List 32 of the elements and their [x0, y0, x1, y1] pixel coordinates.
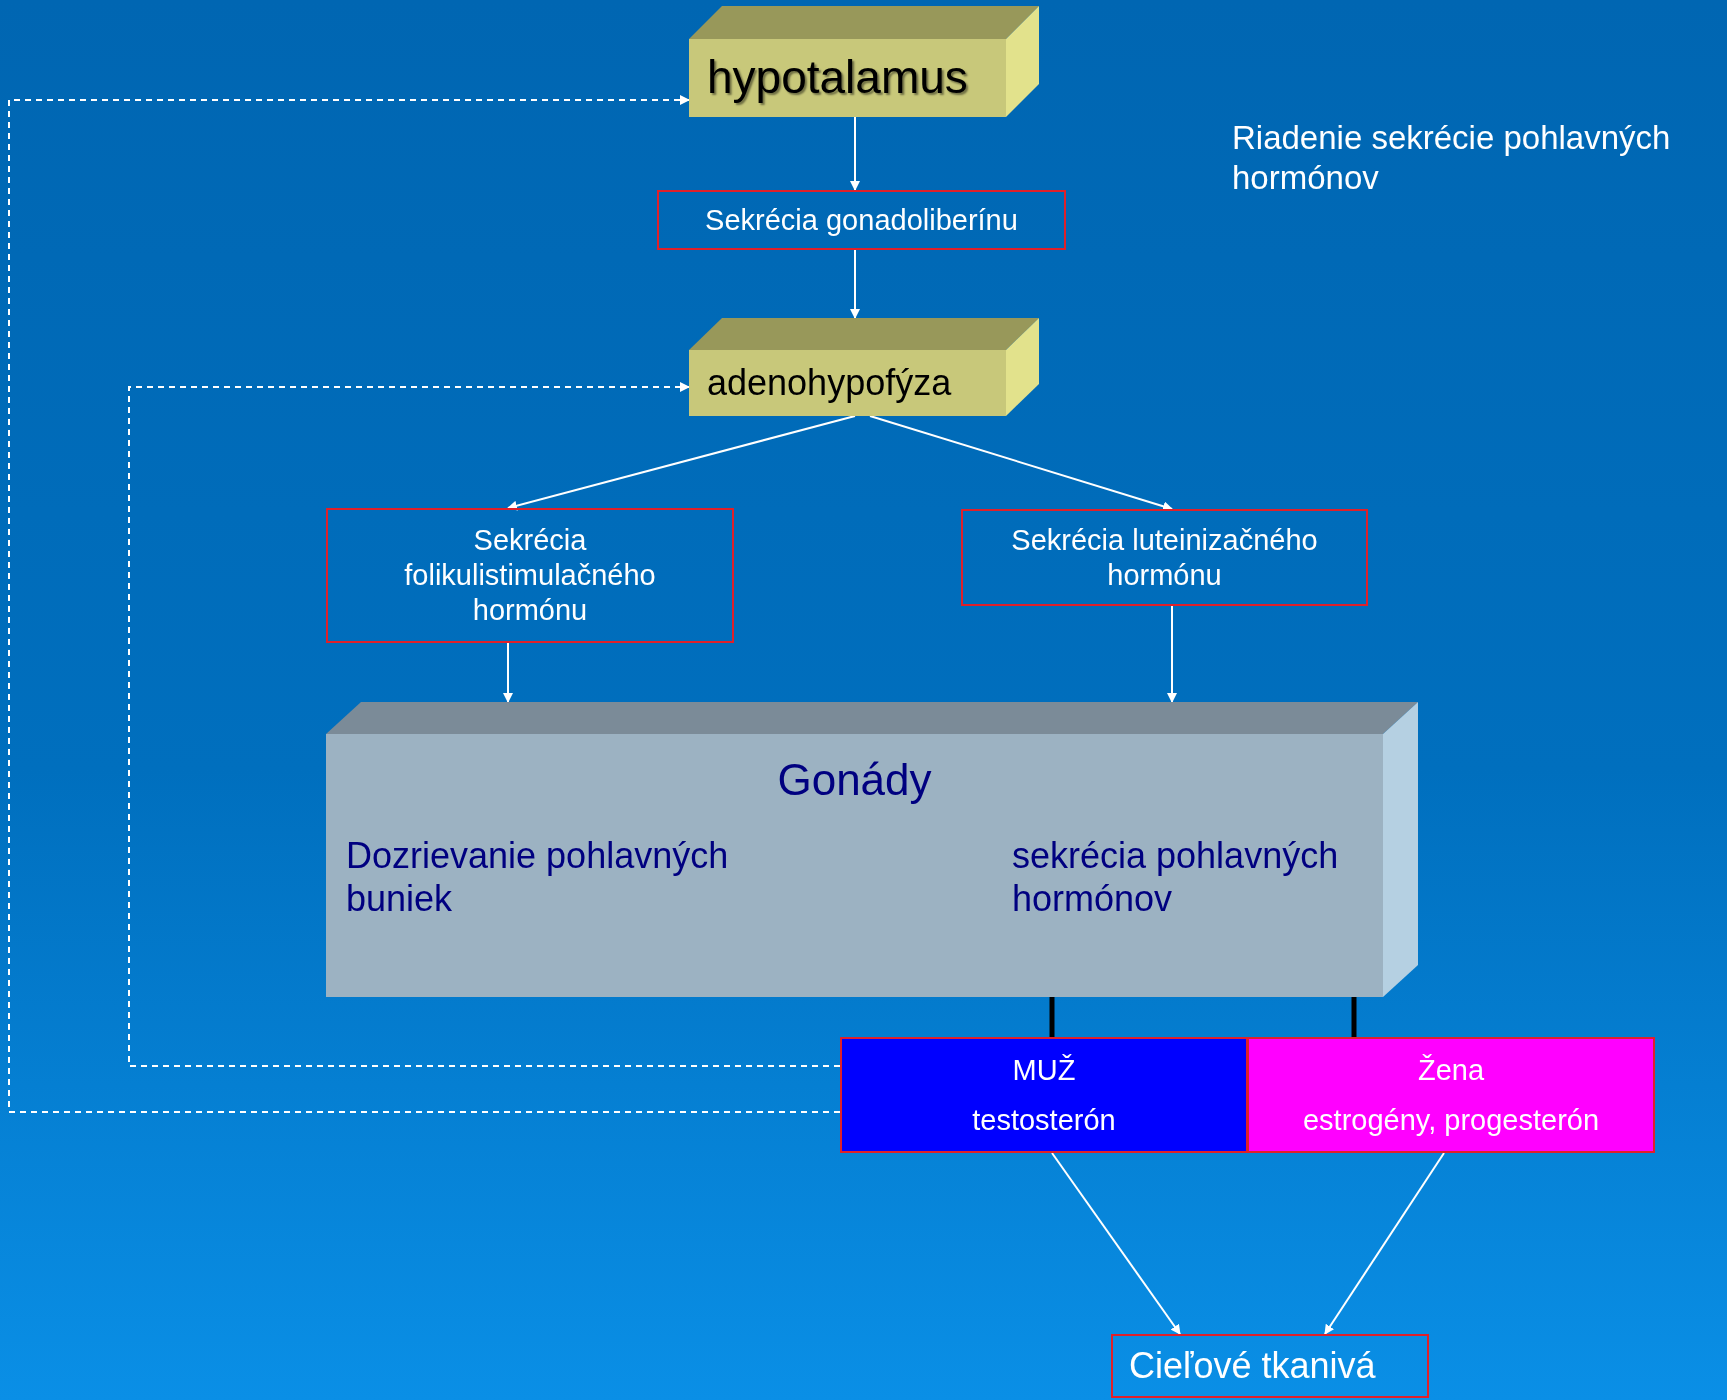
box-label: Sekrécia folikulistimulačného hormónu [403, 523, 657, 628]
connector-line [1049, 997, 1055, 1037]
arrow [850, 249, 860, 319]
box-label: Sekrécia luteinizačného hormónu [1010, 522, 1319, 593]
process-box [840, 1037, 1248, 1153]
box-label: Žena [1417, 1052, 1485, 1088]
arrow [869, 415, 1173, 512]
box-label: Sekrécia gonadoliberínu [705, 202, 1018, 238]
process-box [961, 509, 1368, 606]
dashed-arrow [128, 382, 841, 1067]
arrow [503, 642, 513, 703]
dashed-arrow [8, 95, 841, 1113]
process-box [1247, 1037, 1655, 1153]
arrow [1167, 605, 1177, 703]
block-label: adenohypofýza [707, 361, 953, 405]
block-heading: Gonády [776, 754, 933, 806]
box-label: testosterón [972, 1102, 1116, 1138]
arrow [507, 415, 856, 511]
process-box [1111, 1334, 1429, 1398]
arrow [850, 116, 860, 191]
process-box [657, 190, 1066, 250]
block-text: sekrécia pohlavných hormónov [1012, 834, 1340, 921]
arrow [1324, 1152, 1445, 1335]
title: Riadenie sekrécie pohlavných hormónov [1232, 118, 1672, 198]
block-text: Dozrievanie pohlavných buniek [346, 834, 730, 921]
process-box [326, 508, 734, 643]
box-label: Cieľové tkanivá [1129, 1344, 1376, 1388]
block-label: hypotalamus [707, 50, 969, 106]
box-label: estrogény, progesterón [1302, 1102, 1600, 1138]
box-label: MUŽ [1012, 1052, 1076, 1088]
arrow [1051, 1152, 1181, 1335]
connector-line [1351, 997, 1357, 1037]
